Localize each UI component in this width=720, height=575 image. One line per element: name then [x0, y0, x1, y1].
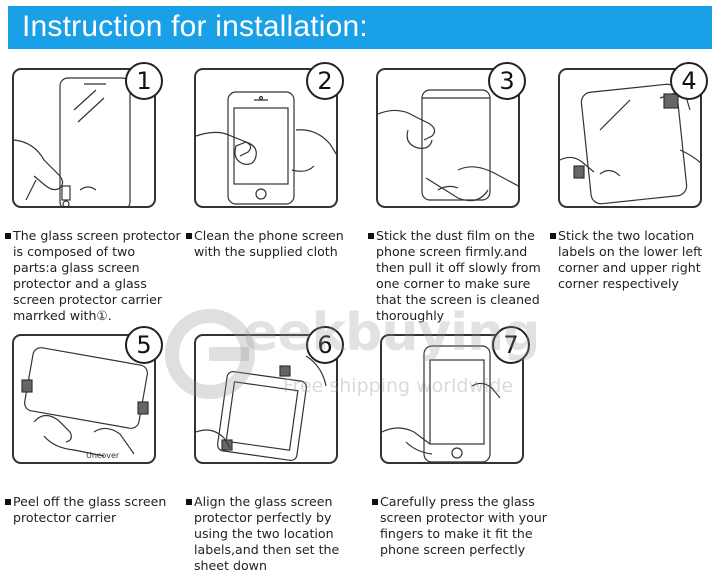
- step-1-description: The glass screen protector is composed o…: [5, 228, 183, 324]
- step-2-description: Clean the phone screen with the supplied…: [186, 228, 356, 260]
- bullet-icon: [186, 233, 192, 239]
- step-1-number: 1: [125, 62, 163, 100]
- step-2-text: Clean the phone screen with the supplied…: [194, 228, 344, 259]
- glass-protector-illustration: [14, 77, 131, 206]
- step-1-text: The glass screen protector is composed o…: [13, 228, 181, 323]
- bullet-icon: [5, 233, 11, 239]
- peel-carrier-illustration: Uncover: [21, 347, 149, 460]
- uncover-label: Uncover: [86, 451, 120, 460]
- bullet-icon: [368, 233, 374, 239]
- step-7-description: Carefully press the glass screen protect…: [372, 494, 572, 558]
- step-6-number: 6: [306, 326, 344, 364]
- step-3-description: Stick the dust film on the phone screen …: [368, 228, 544, 324]
- step-3-number: 3: [488, 62, 526, 100]
- step-6-description: Align the glass screen protector perfect…: [186, 494, 358, 574]
- dust-film-illustration: [378, 89, 518, 202]
- clean-screen-illustration: [196, 91, 336, 205]
- step-7-number: 7: [492, 326, 530, 364]
- step-4-description: Stick the two location labels on the low…: [550, 228, 716, 292]
- align-protector-illustration: [196, 355, 327, 462]
- step-4-number: 4: [670, 62, 708, 100]
- step-5-number: 5: [125, 326, 163, 364]
- step-4-text: Stick the two location labels on the low…: [558, 228, 703, 291]
- step-2-number: 2: [306, 62, 344, 100]
- page-title: Instruction for installation:: [22, 10, 368, 43]
- step-6-text: Align the glass screen protector perfect…: [194, 494, 340, 573]
- bullet-icon: [186, 499, 192, 505]
- bullet-icon: [550, 233, 556, 239]
- location-labels-illustration: [560, 83, 700, 205]
- step-5-text: Peel off the glass screen protector carr…: [13, 494, 167, 525]
- press-protector-illustration: [382, 345, 501, 462]
- title-banner: Instruction for installation:: [8, 6, 712, 49]
- bullet-icon: [372, 499, 378, 505]
- step-7-text: Carefully press the glass screen protect…: [380, 494, 547, 557]
- step-5-description: Peel off the glass screen protector carr…: [5, 494, 183, 526]
- step-3-text: Stick the dust film on the phone screen …: [376, 228, 541, 323]
- bullet-icon: [5, 499, 11, 505]
